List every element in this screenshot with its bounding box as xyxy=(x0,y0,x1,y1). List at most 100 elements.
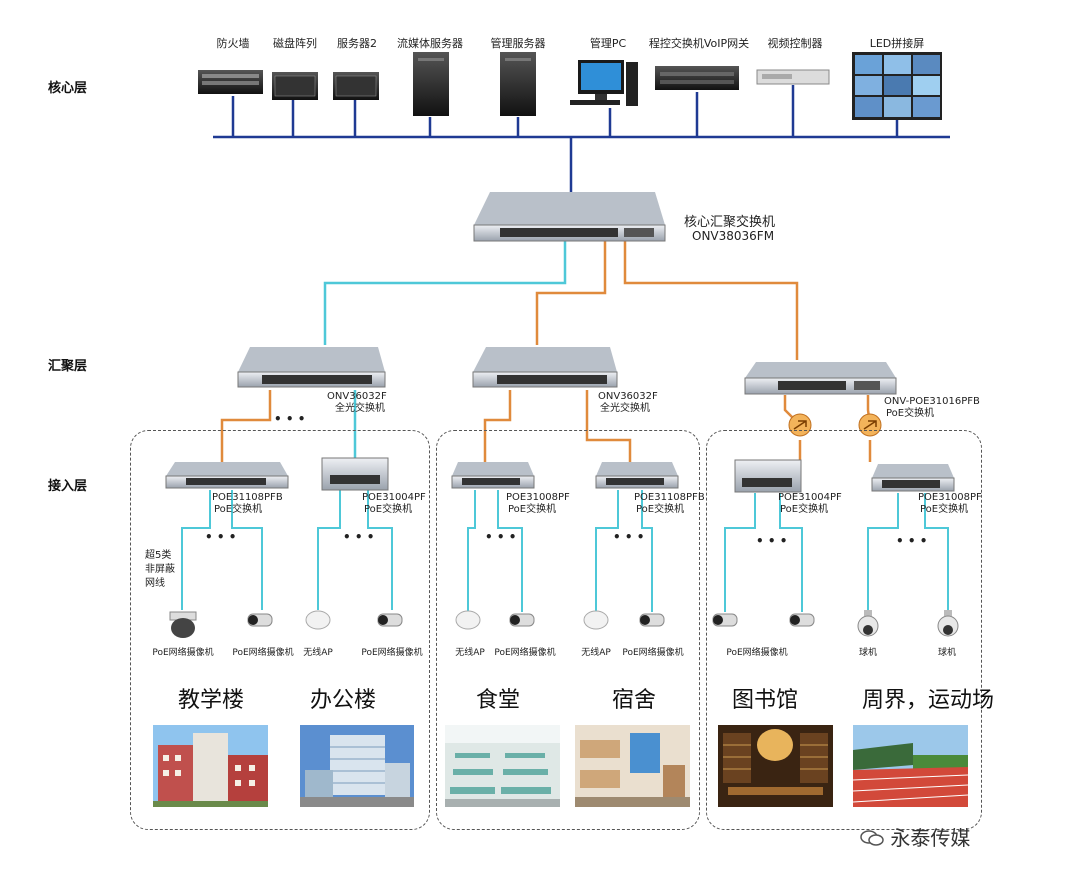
access-cables xyxy=(181,490,949,612)
more-devices-ellipsis: • • • xyxy=(756,534,788,548)
core-switch xyxy=(473,192,666,242)
wechat-watermark: 永泰传媒 xyxy=(860,822,970,851)
bullet-camera-icon xyxy=(789,613,815,627)
bullet-camera-icon xyxy=(247,613,273,627)
endpoint-label: PoE网络摄像机 xyxy=(232,648,294,658)
ptz-camera-icon xyxy=(857,610,879,637)
access-switch-2-model: POE31004PF xyxy=(362,492,426,503)
access-switch-4-desc: PoE交换机 xyxy=(636,504,685,515)
device-label: 管理PC xyxy=(589,37,627,50)
wechat-icon xyxy=(860,828,884,846)
wireless-ap-icon xyxy=(455,610,481,630)
ptz-camera-icon xyxy=(937,610,959,637)
agg-switch-1-model: ONV36032F xyxy=(327,391,387,402)
building-name: 宿舍 xyxy=(612,688,657,713)
wireless-ap-icon xyxy=(305,610,331,630)
agg-switch-2 xyxy=(472,347,618,388)
more-devices-ellipsis: • • • xyxy=(205,530,237,544)
core-switch-model: ONV38036FM xyxy=(692,229,775,243)
dormitory-photo xyxy=(575,725,690,807)
endpoint-label: PoE网络摄像机 xyxy=(494,648,556,658)
device-label: 管理服务器 xyxy=(490,37,546,50)
watermark-text: 永泰传媒 xyxy=(890,826,971,850)
endpoint-label: 无线AP xyxy=(581,648,611,658)
device-label: 服务器2 xyxy=(337,37,377,50)
classroom-building-photo xyxy=(153,725,268,807)
firewall-device xyxy=(198,70,263,94)
access-switch-2-desc: PoE交换机 xyxy=(364,504,413,515)
building-name: 食堂 xyxy=(476,688,521,713)
core-backbone xyxy=(213,85,950,192)
agg-switch-3-desc: PoE交换机 xyxy=(886,408,935,419)
led-video-wall-device xyxy=(852,52,942,120)
endpoint-label: 球机 xyxy=(937,648,956,658)
device-label: LED拼接屏 xyxy=(869,37,925,50)
more-devices-ellipsis: • • • xyxy=(343,530,375,544)
endpoint-label: PoE网络摄像机 xyxy=(726,648,788,658)
zone-teaching-office xyxy=(130,430,430,830)
more-devices-ellipsis: • • • xyxy=(613,530,645,544)
layer-label-core: 核心层 xyxy=(48,81,88,96)
building-name: 办公楼 xyxy=(310,688,377,713)
dome-camera-icon xyxy=(169,611,197,638)
agg-switch-1-desc: 全光交换机 xyxy=(335,403,385,414)
access-switch-6 xyxy=(871,464,955,492)
video-controller-device xyxy=(756,69,830,85)
access-switch-1-model: POE31108PFB xyxy=(212,492,283,503)
access-switch-5-desc: PoE交换机 xyxy=(780,504,829,515)
building-name: 图书馆 xyxy=(732,688,799,713)
bullet-camera-icon xyxy=(377,613,403,627)
more-devices-ellipsis: • • • xyxy=(485,530,517,544)
access-switch-3-desc: PoE交换机 xyxy=(508,504,557,515)
endpoint-label: 球机 xyxy=(858,648,877,658)
device-label: 视频控制器 xyxy=(767,37,823,50)
bullet-camera-icon xyxy=(712,613,738,627)
endpoint-label: 无线AP xyxy=(303,648,333,658)
agg-switch-2-desc: 全光交换机 xyxy=(600,403,650,414)
endpoint-label: 无线AP xyxy=(455,648,485,658)
voip-gateway-device xyxy=(655,66,739,90)
zone-library-sports xyxy=(706,430,982,830)
endpoint-label: PoE网络摄像机 xyxy=(152,648,214,658)
access-switch-5-model: POE31004PF xyxy=(778,492,842,503)
office-building-photo xyxy=(300,725,414,807)
agg-switch-2-model: ONV36032F xyxy=(598,391,658,402)
building-name: 教学楼 xyxy=(178,688,245,713)
more-devices-ellipsis: • • • xyxy=(896,534,928,548)
access-switch-1 xyxy=(165,462,289,489)
building-name: 周界，运动场 xyxy=(862,688,995,713)
agg-switch-1 xyxy=(237,347,386,388)
streaming-server-device xyxy=(413,52,449,116)
device-label: 流媒体服务器 xyxy=(397,37,463,50)
access-switch-6-desc: PoE交换机 xyxy=(920,504,969,515)
bullet-camera-icon xyxy=(639,613,665,627)
access-switch-1-desc: PoE交换机 xyxy=(214,504,263,515)
management-server-device xyxy=(500,52,536,116)
access-switch-6-model: POE31008PF xyxy=(918,492,982,503)
access-switch-3 xyxy=(451,462,535,489)
bullet-camera-icon xyxy=(509,613,535,627)
core-switch-name: 核心汇聚交换机 xyxy=(684,215,776,230)
device-label: 防火墙 xyxy=(216,37,250,50)
zone-canteen-dorm xyxy=(436,430,700,830)
disk-array-device xyxy=(272,72,318,100)
cable-note-line3: 网线 xyxy=(145,578,165,589)
device-label: 磁盘阵列 xyxy=(273,37,317,50)
canteen-photo xyxy=(445,725,560,807)
endpoint-label: PoE网络摄像机 xyxy=(361,648,423,658)
layer-label-aggregation: 汇聚层 xyxy=(48,359,88,374)
sports-field-photo xyxy=(853,725,968,807)
cable-note-line1: 超5类 xyxy=(145,550,172,561)
uplink-cables xyxy=(220,240,872,462)
management-pc-device xyxy=(570,60,638,106)
access-switch-4-model: POE31108PFB xyxy=(634,492,705,503)
server2-device xyxy=(333,72,379,100)
access-switch-3-model: POE31008PF xyxy=(506,492,570,503)
agg-switch-3 xyxy=(744,362,897,395)
endpoint-label: PoE网络摄像机 xyxy=(622,648,684,658)
agg-switch-3-model: ONV-POE31016PFB xyxy=(884,396,980,407)
cable-note-line2: 非屏蔽 xyxy=(145,564,175,575)
access-switch-2 xyxy=(321,457,389,491)
